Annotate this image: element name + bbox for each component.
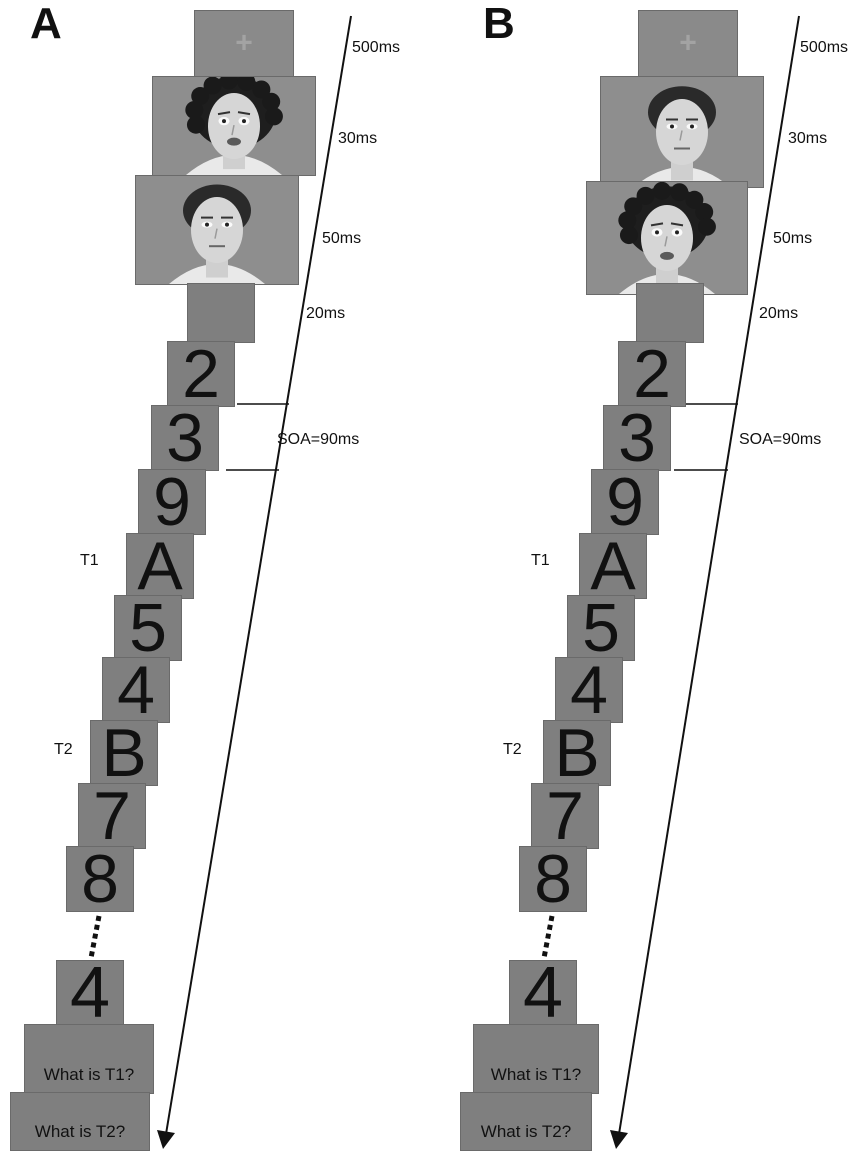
right-pupil xyxy=(225,222,229,227)
stream-item: 7 xyxy=(531,782,599,850)
stream-item-t2: B xyxy=(90,719,158,787)
fixation-screen: + xyxy=(194,10,294,78)
timing-fixation: 500ms xyxy=(352,39,401,56)
fixation-cross-icon: + xyxy=(235,26,253,60)
fixation-screen: + xyxy=(638,10,738,78)
stream-item-t1: A xyxy=(579,532,647,600)
stream-item-t1: A xyxy=(126,532,194,600)
panel-a: A + 2 3 9 A 5 4 B 7 8 4 What is T1? What… xyxy=(10,0,401,1151)
timing-face2: 50ms xyxy=(322,230,362,247)
nose xyxy=(214,228,218,239)
time-arrow-line xyxy=(618,15,800,1135)
timeline-overlay xyxy=(541,15,800,1149)
t2-label: T2 xyxy=(503,741,522,758)
panel-label: A xyxy=(30,0,62,48)
stream-item: 9 xyxy=(138,468,206,536)
face-image-fearful xyxy=(152,76,316,176)
timing-face2: 50ms xyxy=(773,230,813,247)
left-brow xyxy=(217,111,231,116)
hair-curl xyxy=(619,226,638,245)
left-pupil xyxy=(222,119,226,124)
soa-label: SOA=90ms xyxy=(277,431,360,448)
panel-label: B xyxy=(483,0,515,48)
right-pupil xyxy=(242,119,246,124)
t1-label: T1 xyxy=(531,552,550,569)
hair-curl xyxy=(264,107,283,126)
fearful-face-portrait xyxy=(153,77,315,175)
left-pupil xyxy=(205,222,209,227)
t1-label: T1 xyxy=(80,552,99,569)
hair-curl xyxy=(624,197,643,216)
hair-curl xyxy=(219,77,238,90)
continuation-dots xyxy=(541,915,555,959)
mouth-open xyxy=(660,251,674,260)
t2-label: T2 xyxy=(54,741,73,758)
time-arrow-line xyxy=(165,15,352,1135)
face-image-neutral xyxy=(135,175,299,285)
time-arrow-head-icon xyxy=(157,1130,175,1149)
continuation-dots xyxy=(88,915,102,959)
fixation-cross-icon: + xyxy=(679,26,697,60)
timing-face1: 30ms xyxy=(788,130,828,147)
stream-item: 5 xyxy=(114,594,182,662)
hair-curl xyxy=(185,100,204,119)
hair-curl xyxy=(191,87,210,106)
hair-curl xyxy=(262,92,281,111)
stream-item-t2: B xyxy=(543,719,611,787)
stream-item: 2 xyxy=(167,340,235,408)
stream-item: 7 xyxy=(78,782,146,850)
stream-item: 8 xyxy=(66,845,134,913)
panel-b: B + 2 3 9 A 5 4 B 7 8 4 What is T1? What… xyxy=(455,0,863,1151)
hair-curl xyxy=(697,217,716,236)
stream-item: 4 xyxy=(102,656,170,724)
hair-curl xyxy=(618,211,637,230)
time-arrow-head-icon xyxy=(610,1130,628,1149)
nose xyxy=(679,130,683,141)
face-image-neutral xyxy=(600,76,764,188)
fearful-face-portrait xyxy=(587,182,747,294)
stream-item: 8 xyxy=(519,845,587,913)
hair-curl xyxy=(636,186,655,205)
stream-item: 9 xyxy=(591,468,659,536)
right-brow xyxy=(237,111,251,116)
stream-item: 3 xyxy=(603,404,671,472)
nose xyxy=(231,124,235,136)
hair-curl xyxy=(695,203,714,222)
mouth-open xyxy=(227,137,241,146)
nose xyxy=(664,236,668,247)
left-pupil xyxy=(655,230,659,235)
hair-curl xyxy=(670,183,689,202)
right-pupil xyxy=(690,124,694,129)
hair-curl xyxy=(186,115,205,134)
right-brow xyxy=(670,222,684,227)
question-t1: What is T1? xyxy=(24,1024,154,1094)
left-brow xyxy=(650,222,664,227)
left-pupil xyxy=(670,124,674,129)
timing-face1: 30ms xyxy=(338,130,378,147)
question-t1: What is T1? xyxy=(473,1024,599,1094)
stream-item: 2 xyxy=(618,340,686,408)
stream-item: 3 xyxy=(151,404,219,472)
soa-label: SOA=90ms xyxy=(739,431,822,448)
hair-curl xyxy=(252,80,271,99)
hair-curl xyxy=(237,77,256,91)
neutral-face-portrait xyxy=(136,176,298,284)
timing-blank: 20ms xyxy=(306,305,346,322)
timing-blank: 20ms xyxy=(759,305,799,322)
timing-fixation: 500ms xyxy=(800,39,849,56)
final-stream-item: 4 xyxy=(56,957,124,1029)
hair-curl xyxy=(652,182,671,200)
blank-screen xyxy=(636,283,704,343)
hair-curl xyxy=(203,77,222,95)
right-pupil xyxy=(675,230,679,235)
hair-curl xyxy=(685,190,704,209)
timeline-overlay xyxy=(88,15,352,1149)
